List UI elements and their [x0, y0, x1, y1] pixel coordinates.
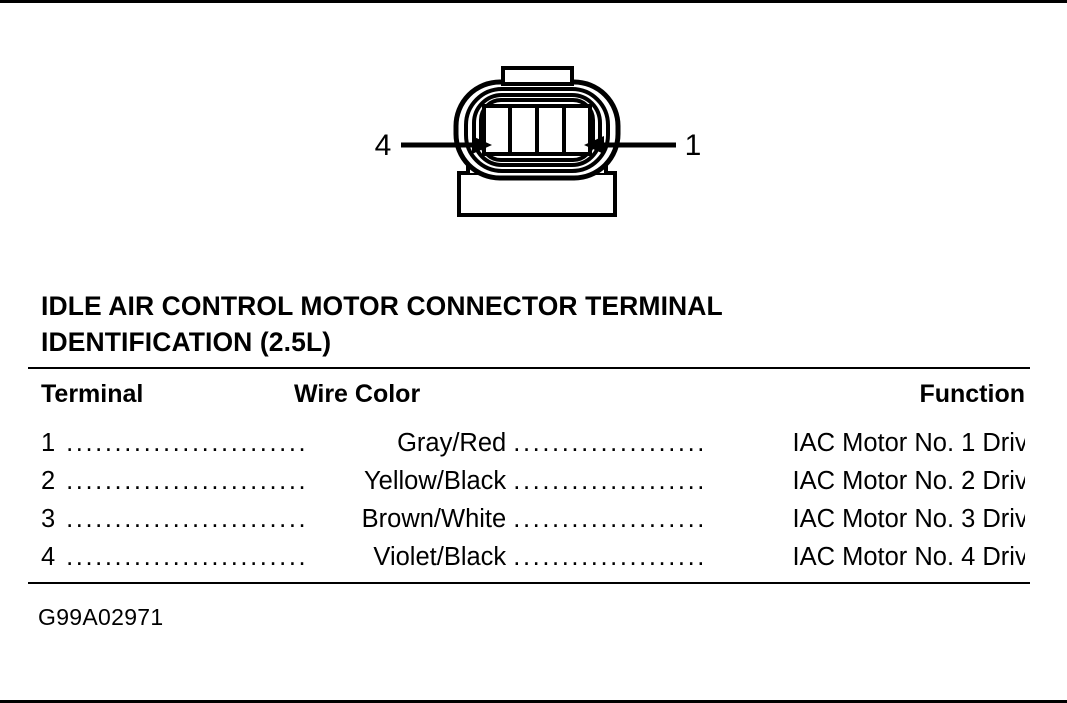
table-row: 4 ......................................… [41, 538, 1025, 576]
cell-function: IAC Motor No. 4 Driver [792, 543, 1025, 571]
dot-leader: ....................................... [66, 467, 304, 495]
cell-wire-color: Yellow/Black [363, 467, 507, 495]
table-body: 1 ......................................… [41, 424, 1025, 576]
svg-text:1: 1 [685, 129, 702, 162]
dot-leader: ....................................... [513, 543, 703, 571]
callout-terminal-4: 4 [375, 129, 492, 162]
dot-leader: ....................................... [66, 505, 304, 533]
table-header-row: Terminal Wire Color Function [41, 380, 1025, 410]
page-title-line-2: IDENTIFICATION (2.5L) [41, 327, 332, 357]
svg-text:4: 4 [375, 129, 392, 162]
page-title-line-1: IDLE AIR CONTROL MOTOR CONNECTOR TERMINA… [41, 291, 723, 321]
connector-diagram: 4 1 [0, 55, 1067, 230]
cell-function: IAC Motor No. 2 Driver [792, 467, 1025, 495]
page-top-rule [0, 0, 1067, 3]
table-row: 3 ......................................… [41, 500, 1025, 538]
cell-terminal: 1 [41, 429, 56, 457]
cell-function: IAC Motor No. 3 Driver [792, 505, 1025, 533]
dot-leader: ....................................... [513, 505, 703, 533]
callout-terminal-1: 1 [584, 129, 701, 162]
table-top-rule [28, 367, 1030, 369]
column-header-terminal: Terminal [41, 380, 144, 408]
figure-caption: G99A02971 [38, 604, 164, 630]
dot-leader: ....................................... [513, 467, 703, 495]
cell-terminal: 2 [41, 467, 56, 495]
page-title: IDLE AIR CONTROL MOTOR CONNECTOR TERMINA… [41, 288, 1001, 360]
column-header-function: Function [919, 380, 1025, 408]
cell-terminal: 4 [41, 543, 56, 571]
cell-wire-color: Gray/Red [397, 429, 507, 457]
table-row: 1 ......................................… [41, 424, 1025, 462]
cell-function: IAC Motor No. 1 Driver [792, 429, 1025, 457]
table-row: 2 ......................................… [41, 462, 1025, 500]
table-bottom-rule [28, 582, 1030, 584]
cell-wire-color: Brown/White [361, 505, 507, 533]
cell-terminal: 3 [41, 505, 56, 533]
cell-wire-color: Violet/Black [373, 543, 507, 571]
dot-leader: ....................................... [66, 429, 304, 457]
dot-leader: ....................................... [66, 543, 304, 571]
column-header-wire-color: Wire Color [294, 380, 421, 408]
dot-leader: ....................................... [513, 429, 703, 457]
page-bottom-rule [0, 700, 1067, 703]
